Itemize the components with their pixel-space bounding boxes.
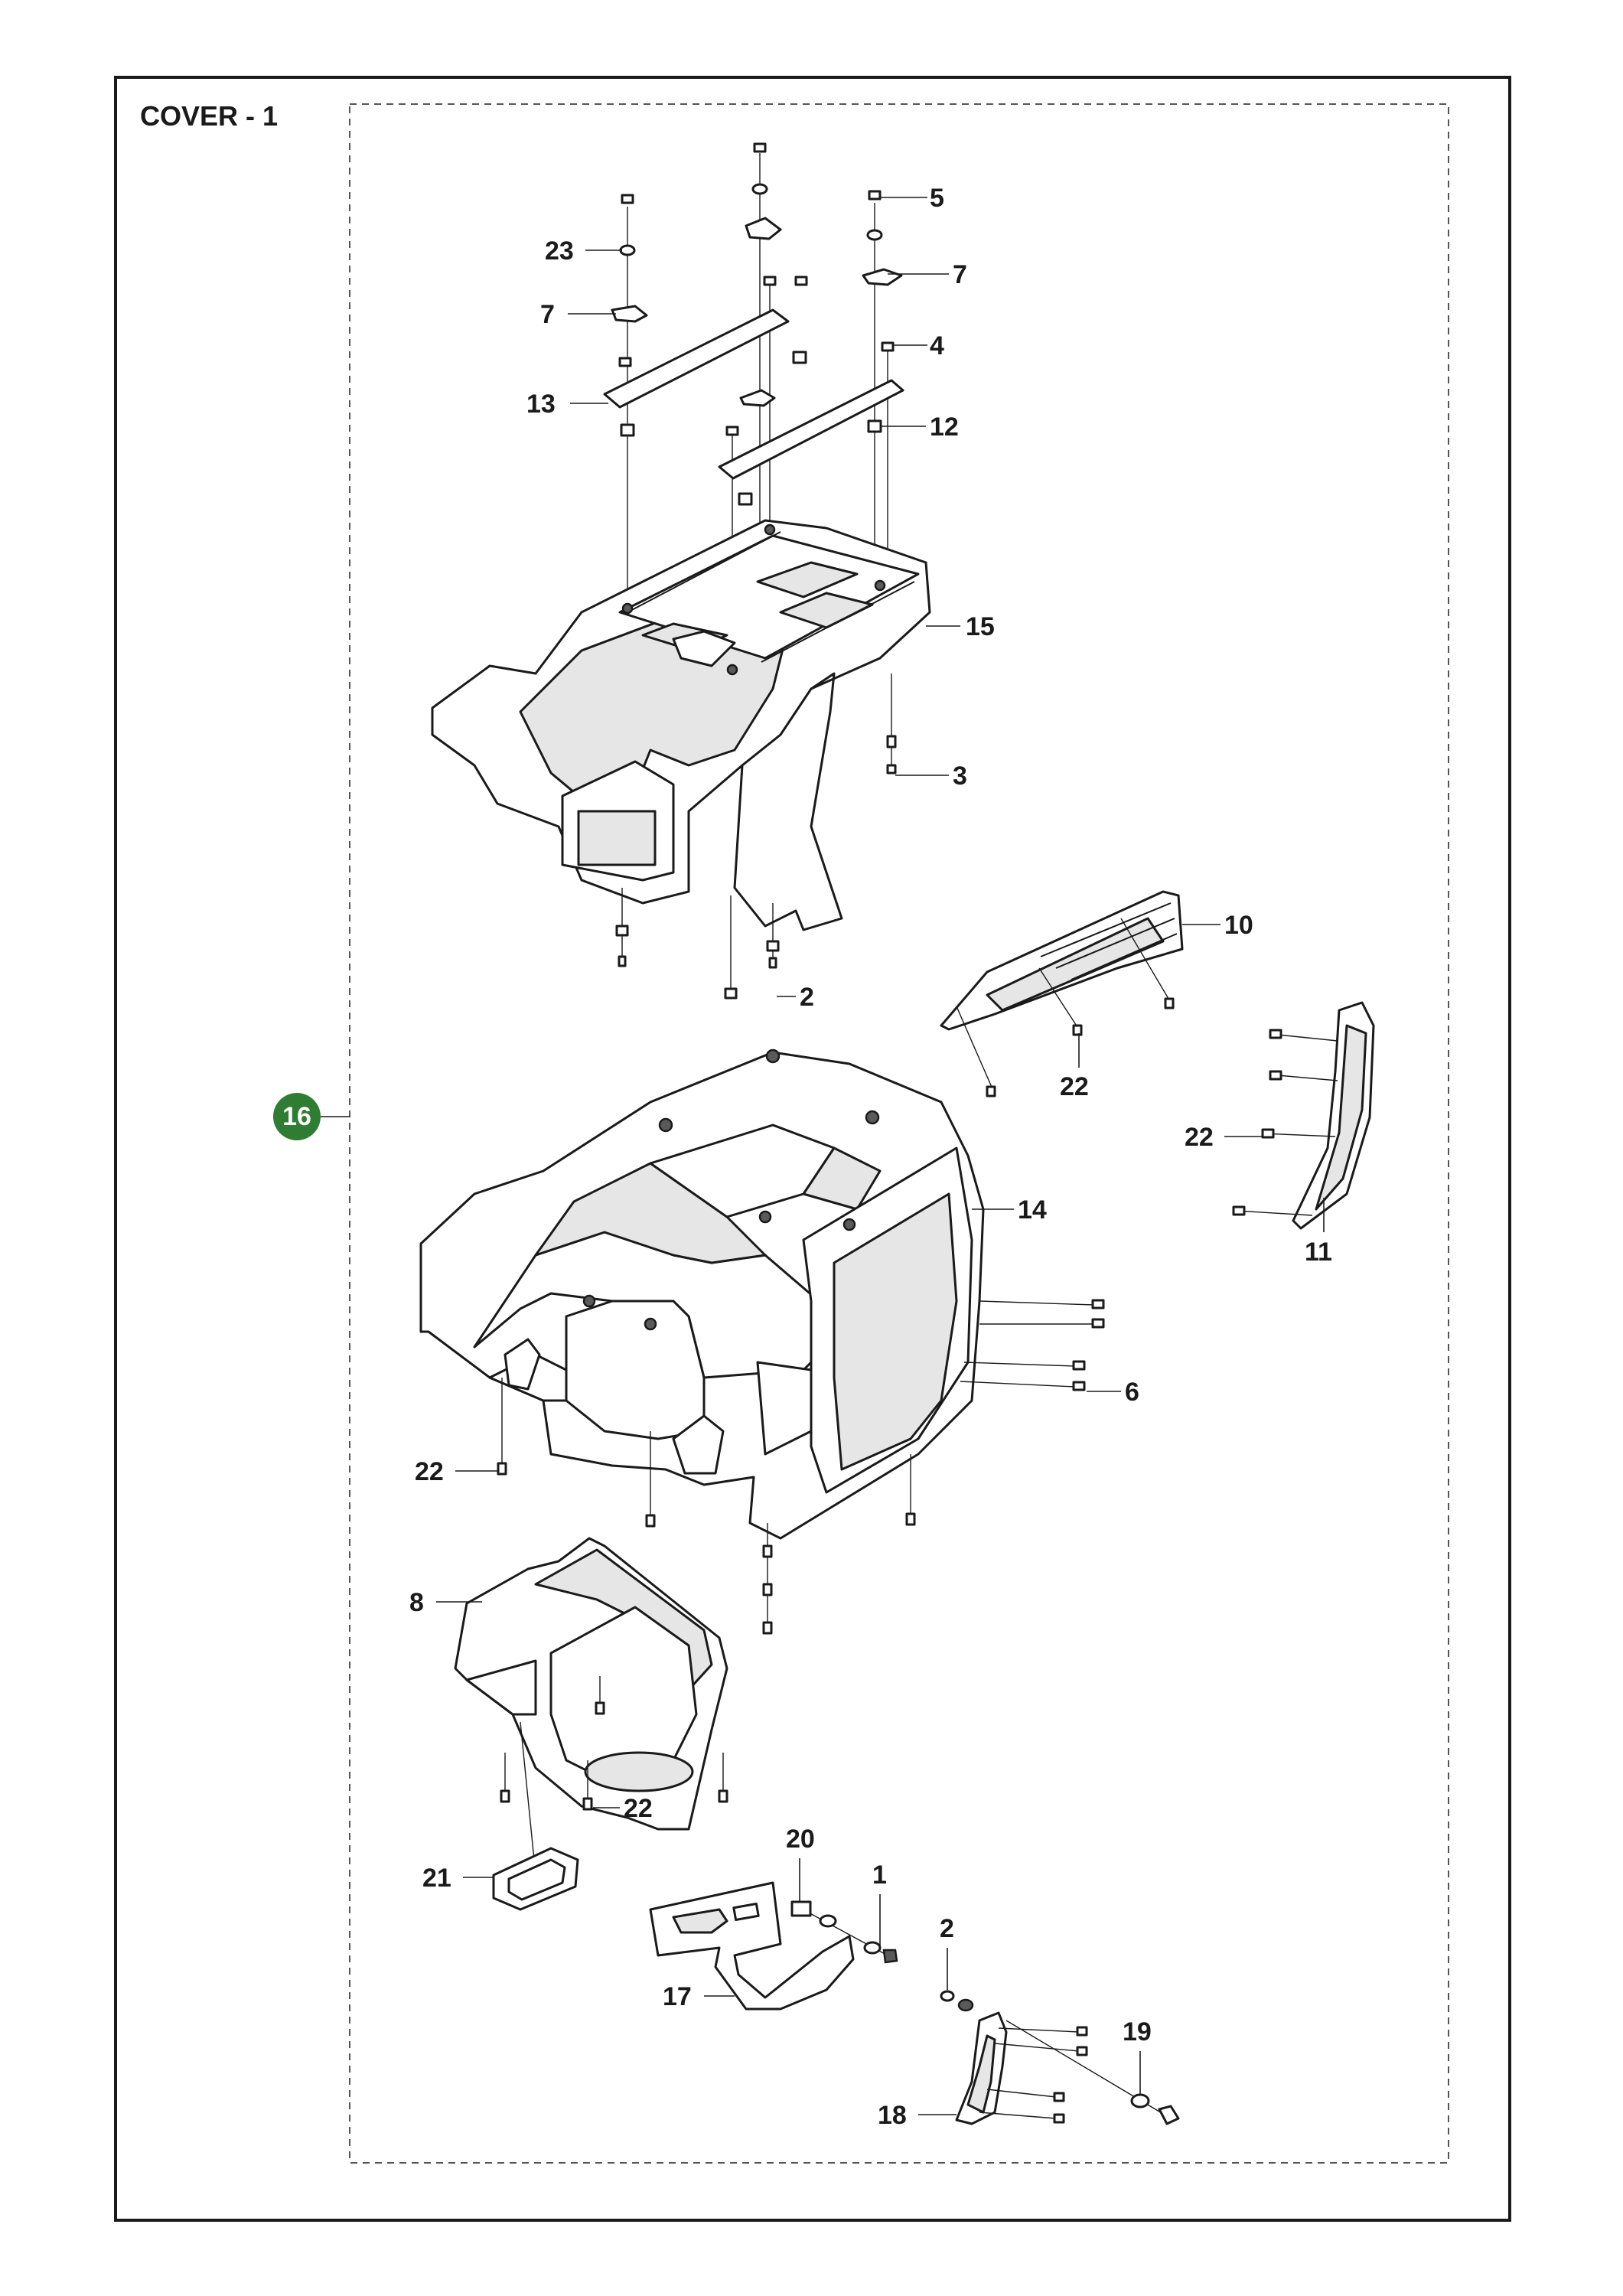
callout-label[interactable]: 22 [1185, 1123, 1214, 1152]
callout-label[interactable]: 18 [878, 2101, 907, 2130]
callout-label[interactable]: 22 [415, 1457, 444, 1486]
grommet-12d [792, 351, 807, 364]
callout-label[interactable]: 14 [1018, 1195, 1047, 1225]
bracket-18 [940, 1990, 1180, 2125]
callout-label[interactable]: 4 [930, 331, 944, 360]
callout-label[interactable]: 2 [800, 983, 814, 1012]
clip-7d [739, 389, 776, 407]
nut-1 [882, 1949, 898, 1964]
callout-label[interactable]: 23 [545, 236, 574, 266]
side-panel-10 [940, 890, 1184, 1097]
callout-label[interactable]: 15 [966, 612, 995, 641]
gasket-21 [492, 1847, 579, 1911]
side-panel-11 [1232, 1001, 1375, 1230]
callout-label[interactable]: 6 [1125, 1378, 1139, 1407]
grommet-12c [738, 492, 753, 506]
screw-5a [621, 194, 634, 204]
callout-label[interactable]: 3 [953, 762, 967, 791]
bolt-19 [1158, 2105, 1180, 2125]
grommet-12a [620, 423, 635, 437]
bracket-17-fasteners [790, 1900, 898, 1964]
lower-hood-fasteners [497, 1299, 1105, 1635]
washer-23b [751, 183, 768, 195]
grommet-12b [867, 419, 882, 433]
callout-label[interactable]: 13 [526, 390, 556, 419]
washer-23c [866, 229, 883, 241]
callout-label[interactable]: 19 [1123, 2017, 1152, 2047]
diagram-title: COVER - 1 [140, 100, 279, 132]
outer-frame [114, 76, 1511, 2222]
clip-7b [745, 217, 782, 240]
screw-4a [618, 357, 632, 367]
bracket-17 [649, 1881, 855, 2011]
callout-leaders [436, 197, 1325, 2115]
callout-label[interactable]: 7 [540, 300, 555, 329]
callout-label[interactable]: 10 [1224, 911, 1253, 940]
bolt-20 [790, 1900, 812, 1917]
bracket-13a [603, 308, 790, 409]
washer-23a [619, 244, 636, 256]
callout-label[interactable]: 11 [1305, 1238, 1332, 1267]
callout-label[interactable]: 22 [624, 1794, 653, 1823]
screw-4d [725, 426, 739, 436]
callout-label[interactable]: 22 [1060, 1072, 1089, 1101]
callout-label[interactable]: 12 [930, 413, 959, 442]
callout-label[interactable]: 2 [940, 1914, 954, 1943]
clip-7c [862, 268, 903, 286]
callout-label[interactable]: 1 [872, 1861, 887, 1890]
callout-label[interactable]: 8 [409, 1588, 424, 1617]
assembly-badge[interactable]: 16 [273, 1093, 321, 1140]
shroud-8 [454, 1537, 728, 1876]
clip-7a [611, 305, 648, 323]
upper-hood [431, 519, 931, 931]
bracket-13b [718, 379, 904, 480]
screw-5c [868, 190, 882, 201]
callout-label[interactable]: 5 [930, 184, 944, 213]
screw-4b [763, 276, 777, 286]
callout-label[interactable]: 7 [953, 260, 967, 289]
screw-5b [753, 142, 767, 153]
callout-label[interactable]: 17 [663, 1982, 692, 2011]
lower-hood [419, 1049, 985, 1540]
screw-4e [794, 276, 808, 286]
screw-4c [881, 341, 895, 352]
callout-label[interactable]: 21 [422, 1864, 451, 1893]
callout-label[interactable]: 20 [786, 1825, 815, 1854]
hood-lower-fasteners [615, 673, 897, 1000]
